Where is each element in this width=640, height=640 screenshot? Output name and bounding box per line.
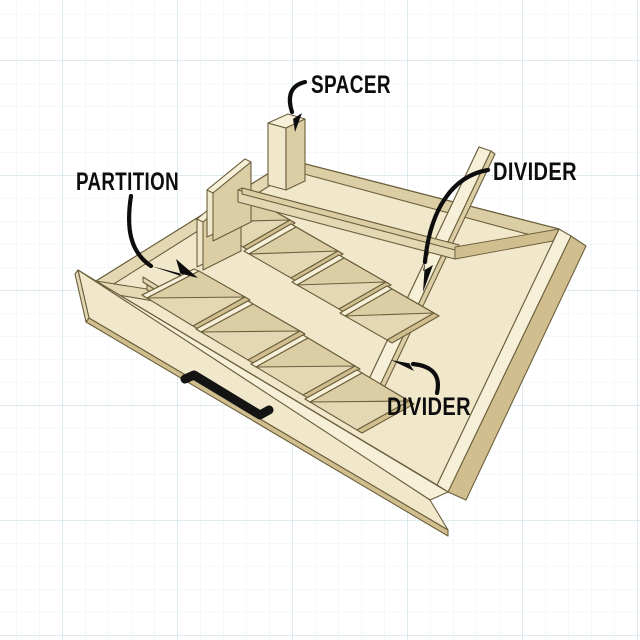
divider-right-arrow-curve bbox=[422, 167, 491, 265]
divider-long-right bbox=[351, 146, 496, 423]
partition-front-3 bbox=[250, 334, 361, 399]
back-row-partitions bbox=[195, 192, 440, 344]
divider-bottom-arrow-curve bbox=[410, 361, 440, 396]
label-partition: PARTITION bbox=[76, 168, 179, 196]
partition-plate-upper-side bbox=[212, 161, 252, 242]
spacer-arrow-head bbox=[292, 112, 302, 132]
organizer-back-wall bbox=[237, 187, 460, 260]
partition-arrow-curve bbox=[127, 193, 154, 269]
partition-arrow-head bbox=[151, 259, 198, 278]
callout-labels: PARTITION SPACER DIVIDER DIVIDER bbox=[76, 71, 577, 421]
partition-front-4 bbox=[304, 369, 415, 434]
partition-back-3 bbox=[291, 254, 392, 313]
spacer-arrow bbox=[287, 79, 308, 132]
drawer-front-left-return bbox=[74, 269, 90, 323]
divider-bottom-arrow-head bbox=[391, 360, 414, 371]
callout-arrows bbox=[127, 79, 491, 396]
partition-front-1 bbox=[141, 268, 251, 330]
right-bay-inner-ledge bbox=[454, 228, 560, 260]
front-row-partitions bbox=[141, 268, 415, 434]
handle-bar[interactable] bbox=[180, 370, 274, 420]
spacer-tab-face bbox=[267, 122, 287, 191]
partition-arrow bbox=[127, 193, 198, 278]
spacer-tab bbox=[267, 113, 306, 191]
spacer-arrow-curve bbox=[287, 79, 308, 115]
partition-back-4 bbox=[339, 285, 440, 344]
partition-plate-upper bbox=[206, 158, 252, 242]
label-divider-right: DIVIDER bbox=[493, 158, 577, 186]
partition-back-2 bbox=[243, 223, 344, 282]
partition-front-2 bbox=[195, 300, 306, 364]
drawer-handle[interactable] bbox=[180, 370, 274, 420]
label-divider-bottom: DIVIDER bbox=[387, 393, 471, 421]
drawer-box bbox=[74, 159, 587, 537]
label-spacer: SPACER bbox=[311, 71, 391, 99]
partition-tall-plates bbox=[196, 158, 252, 271]
divider-right-arrow bbox=[422, 167, 491, 292]
right-bay-ledge bbox=[454, 228, 560, 260]
divider-bottom-arrow bbox=[391, 360, 440, 396]
divider-right-arrow-head bbox=[423, 262, 433, 292]
